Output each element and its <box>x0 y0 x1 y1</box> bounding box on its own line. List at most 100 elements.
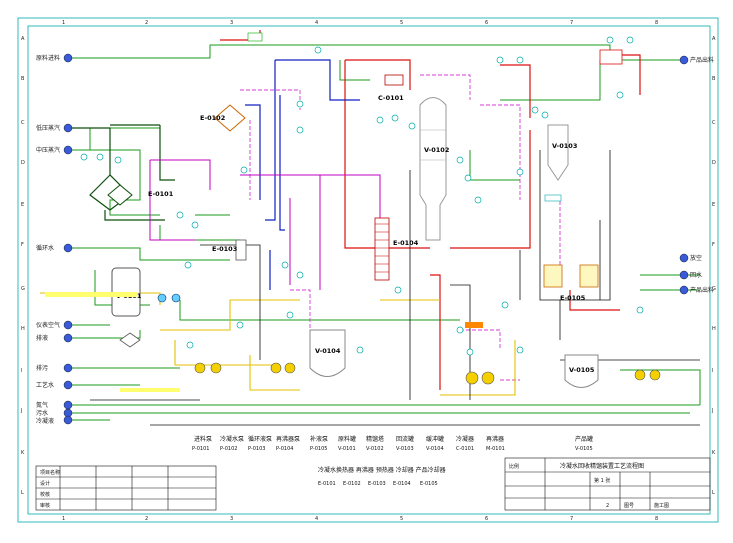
row-mark-c-r: C <box>712 120 716 126</box>
col-mark-7-b: 7 <box>570 516 573 522</box>
exchanger-e0102: E-0102 <box>200 104 246 132</box>
tb-sheet: 第 1 张 <box>594 477 610 484</box>
row-mark-e-r: E <box>712 202 715 208</box>
legend-cn-12: 产品罐 <box>575 435 593 443</box>
tb-drawing-no: 图号 <box>624 503 634 509</box>
label-air: 仪表空气 <box>36 321 60 329</box>
legend-cn-1: 进料泵 <box>194 435 212 443</box>
col-mark-4-b: 4 <box>315 516 318 522</box>
product-tank: V-0105 <box>564 354 599 388</box>
tb-sheet-no: 2 <box>606 503 609 509</box>
reboiler-tag: E-0104 <box>393 239 419 247</box>
legend-cn-7: 精馏塔 <box>366 435 384 443</box>
label-drain-2: 排污 <box>36 364 48 372</box>
blue-lines <box>245 59 360 290</box>
bl-steam-1 <box>63 123 73 133</box>
condenser: C-0101 <box>378 74 404 102</box>
pump-p0104-a <box>634 369 646 381</box>
label-process-water: 工艺水 <box>36 381 54 389</box>
title-block-left <box>35 465 217 511</box>
label-nitrogen: 氮气 <box>36 401 48 409</box>
exchanger-e0103: E-0103 <box>212 239 247 261</box>
row-mark-c: C <box>21 120 25 126</box>
row-mark-h-r: H <box>712 326 716 332</box>
row-mark-f: F <box>21 242 24 248</box>
exchanger-e0103-tag: E-0103 <box>212 245 237 253</box>
tb-design: 设计 <box>40 480 50 487</box>
row-mark-i-r: I <box>712 368 713 374</box>
legend-tag-2: P-0102 <box>220 446 237 452</box>
legend-tag-5: P-0105 <box>310 446 327 452</box>
bl-feed <box>63 53 73 63</box>
row-mark-f-r: F <box>712 242 715 248</box>
row-mark-g: G <box>21 286 25 292</box>
battery-limits <box>63 53 689 425</box>
tb-approve: 审核 <box>40 502 50 509</box>
legend-tag-8: V-0103 <box>396 446 414 452</box>
col-mark-8-b: 8 <box>655 516 658 522</box>
bl-drain-2 <box>63 363 73 373</box>
label-sewer: 污水 <box>36 409 48 417</box>
legend-row-1: 进料泵 P-0101 冷凝水泵 P-0102 循环液泵 P-0103 再沸器泵 … <box>192 435 593 452</box>
line-tags <box>45 32 623 392</box>
tb-stage: 施工图 <box>654 502 669 509</box>
col-mark-3-b: 3 <box>230 516 233 522</box>
legend-tag-10: C-0101 <box>456 446 474 452</box>
col-mark-7: 7 <box>570 20 573 26</box>
row-mark-k-r: K <box>712 450 716 456</box>
legend-tag-4: P-0104 <box>276 446 293 452</box>
exchanger-e0101: E-0101 <box>107 184 174 206</box>
legend-row-2: 冷凝水换热器 再沸器 预热器 冷却器 产品冷却器 E-0101 E-0102 E… <box>318 466 446 487</box>
col-mark-2: 2 <box>145 20 148 26</box>
col-mark-6-b: 6 <box>485 516 488 522</box>
label-condensate: 冷凝液 <box>36 417 54 425</box>
row-mark-g-r: G <box>712 286 716 292</box>
legend-tag-9: V-0104 <box>426 446 444 452</box>
pump-p0103-a <box>465 371 479 385</box>
row-mark-k: K <box>21 450 25 456</box>
bl-product-2 <box>679 285 689 295</box>
row-mark-d: D <box>21 160 25 166</box>
pump-p0105-b <box>171 293 181 303</box>
pump-p0104-b <box>649 369 661 381</box>
reflux-drum: V-0103 <box>547 124 577 181</box>
dark-green-lines <box>70 124 175 221</box>
row-mark-a-r: A <box>712 36 716 42</box>
pump-p0102-b <box>284 362 296 374</box>
exchanger-e0105-tag: E-0105 <box>560 294 586 302</box>
bl-cw <box>63 243 73 253</box>
product-tank-tag: V-0105 <box>569 366 595 374</box>
bl-vent <box>679 253 689 263</box>
exchanger-e0101-tag: E-0101 <box>148 190 174 198</box>
drawing-title: 冷凝水回收精馏装置工艺流程图 <box>560 462 644 470</box>
row-mark-l: L <box>21 490 24 496</box>
buffer-vessel-tag: V-0104 <box>315 347 341 355</box>
col-mark-2-b: 2 <box>145 516 148 522</box>
buffer-vessel: V-0104 <box>309 329 346 377</box>
legend-row2-tag-5: E-0105 <box>420 481 438 487</box>
bl-process-water <box>63 380 73 390</box>
col-mark-1: 1 <box>62 20 65 26</box>
tb-project: 项目名称 <box>40 469 60 476</box>
legend-row2-tag-2: E-0102 <box>343 481 361 487</box>
legend-tag-1: P-0101 <box>192 446 209 452</box>
pump-p0105-a <box>157 293 167 303</box>
legend-row2-tag-1: E-0101 <box>318 481 336 487</box>
label-cw: 循环水 <box>36 244 54 252</box>
col-mark-8: 8 <box>655 20 658 26</box>
row-mark-h: H <box>21 326 25 332</box>
red-lines <box>220 30 641 390</box>
reflux-drum-tag: V-0103 <box>552 142 577 150</box>
reboiler-exchanger: E-0104 <box>374 217 419 281</box>
exchanger-small-left <box>119 332 141 348</box>
row-mark-b: B <box>21 76 25 82</box>
label-feed: 原料进料 <box>36 54 60 62</box>
pump-p0101-a <box>194 362 206 374</box>
border-rows: A B C D E F G H I J K L A B C D E F G H … <box>20 36 716 496</box>
legend-cn-5: 补液泵 <box>310 435 328 443</box>
tb-check: 校核 <box>40 491 50 498</box>
row-mark-b-r: B <box>712 76 716 82</box>
yellow-lines <box>40 292 516 396</box>
label-vent: 放空 <box>690 254 702 262</box>
